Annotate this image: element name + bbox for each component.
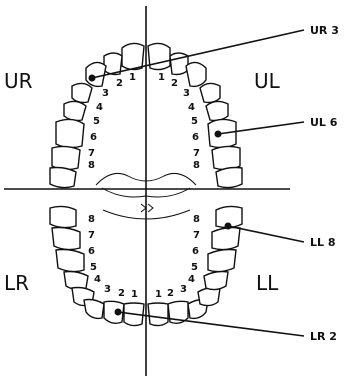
lr-number-3: 3 (104, 284, 111, 295)
ul-number-7: 7 (193, 148, 200, 159)
quadrant-label-lr: LR (4, 271, 29, 295)
tooth-ur5[interactable] (64, 101, 86, 120)
upper-right-numbers: 1 2 3 4 5 6 7 8 (88, 72, 136, 171)
ul-number-1: 1 (158, 72, 165, 83)
ur-number-1: 1 (129, 72, 136, 83)
ll-number-2: 2 (167, 288, 174, 299)
marker-dot-ul6 (215, 131, 222, 138)
ul-number-6: 6 (192, 132, 199, 143)
tooth-ur3[interactable] (86, 62, 106, 86)
ll-number-1: 1 (155, 289, 162, 300)
tooth-ul7[interactable] (212, 146, 240, 169)
ul-number-5: 5 (191, 116, 198, 127)
lr-number-6: 6 (88, 246, 95, 257)
tooth-ur4[interactable] (72, 83, 92, 102)
callout-lr2: LR 2 (115, 309, 337, 344)
ll-number-4: 4 (188, 274, 195, 285)
tooth-ll5[interactable] (204, 272, 228, 290)
callout-label-lr2: LR 2 (310, 330, 337, 343)
lr-number-8: 8 (88, 214, 95, 225)
ul-number-8: 8 (193, 160, 200, 171)
ur-number-6: 6 (90, 132, 97, 143)
ur-number-7: 7 (88, 148, 95, 159)
ll-number-6: 6 (192, 246, 199, 257)
callout-ll8: LL 8 (225, 223, 336, 250)
marker-dot-ll8 (225, 223, 232, 230)
callout-label-ul6: UL 6 (310, 116, 338, 129)
lr-number-4: 4 (94, 274, 101, 285)
tooth-ur1[interactable] (122, 43, 144, 69)
tooth-ll6[interactable] (208, 250, 236, 272)
ll-number-7: 7 (193, 230, 200, 241)
tooth-ll1[interactable] (148, 303, 168, 326)
tooth-ul4[interactable] (200, 83, 220, 102)
ur-number-4: 4 (96, 102, 103, 113)
quadrant-label-ur: UR (4, 69, 33, 93)
tooth-ur7[interactable] (52, 146, 80, 169)
ur-number-3: 3 (102, 88, 109, 99)
tooth-ll7[interactable] (212, 228, 240, 250)
tooth-lr8[interactable] (50, 206, 76, 227)
tooth-ur6[interactable] (56, 119, 84, 147)
marker-dot-lr2 (115, 309, 122, 316)
ll-number-5: 5 (191, 262, 198, 273)
tooth-ul5[interactable] (206, 101, 228, 120)
ll-number-8: 8 (193, 214, 200, 225)
lower-right-numbers: 1 2 3 4 5 6 7 8 (88, 214, 138, 300)
lr-number-2: 2 (118, 288, 125, 299)
ur-number-5: 5 (93, 116, 100, 127)
quadrant-label-ul: UL (254, 69, 281, 93)
lr-number-1: 1 (131, 289, 138, 300)
tooth-ul8[interactable] (216, 168, 242, 188)
tooth-ur8[interactable] (50, 168, 76, 188)
ul-number-2: 2 (171, 78, 178, 89)
quadrant-label-ll: LL (256, 271, 279, 295)
tooth-lr6[interactable] (56, 250, 84, 272)
lr-number-5: 5 (90, 262, 97, 273)
lower-left-numbers: 1 2 3 4 5 6 7 8 (155, 214, 200, 300)
ul-number-3: 3 (183, 88, 190, 99)
ul-number-4: 4 (188, 102, 195, 113)
ll-number-3: 3 (180, 284, 187, 295)
ur-number-8: 8 (88, 160, 95, 171)
tooth-ll4[interactable] (198, 288, 220, 306)
tooth-ul3[interactable] (186, 62, 206, 86)
callout-label-ll8: LL 8 (310, 236, 336, 249)
tooth-lr3[interactable] (84, 300, 104, 319)
tooth-ul1[interactable] (148, 43, 170, 69)
lr-number-7: 7 (88, 230, 95, 241)
callout-label-ur3: UR 3 (310, 24, 339, 37)
tooth-lr7[interactable] (52, 228, 80, 250)
marker-dot-ur3 (89, 75, 96, 82)
ur-number-2: 2 (116, 78, 123, 89)
